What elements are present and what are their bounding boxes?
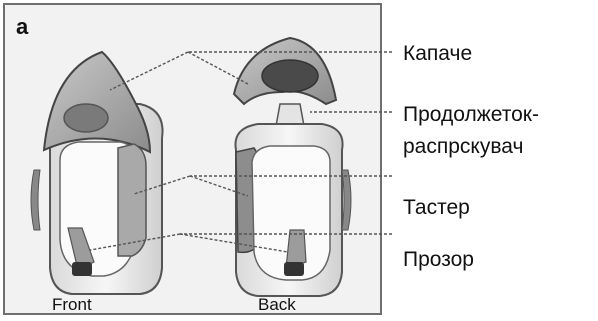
back-nozzle [276,104,304,126]
callout-cap: Капаче [403,40,472,68]
callout-button: Тастер [403,194,470,222]
front-device [31,52,163,294]
leader-cap-back [188,52,248,84]
panel-label: a [16,14,28,40]
front-cap-window [64,104,108,132]
back-cap-interior [262,60,318,92]
front-cap [44,52,150,152]
back-caption: Back [258,295,296,315]
front-base-pad [72,262,92,276]
back-side-grip [342,170,351,230]
callout-spray-line2: распрскувач [403,133,523,161]
callout-window: Прозор [403,246,474,274]
front-dose-button [118,144,146,256]
back-base-pad [284,262,304,276]
back-device [234,38,351,296]
front-side-grip [31,170,40,230]
callout-spray-line1: Продолжеток- [403,101,539,129]
front-caption: Front [52,295,92,315]
